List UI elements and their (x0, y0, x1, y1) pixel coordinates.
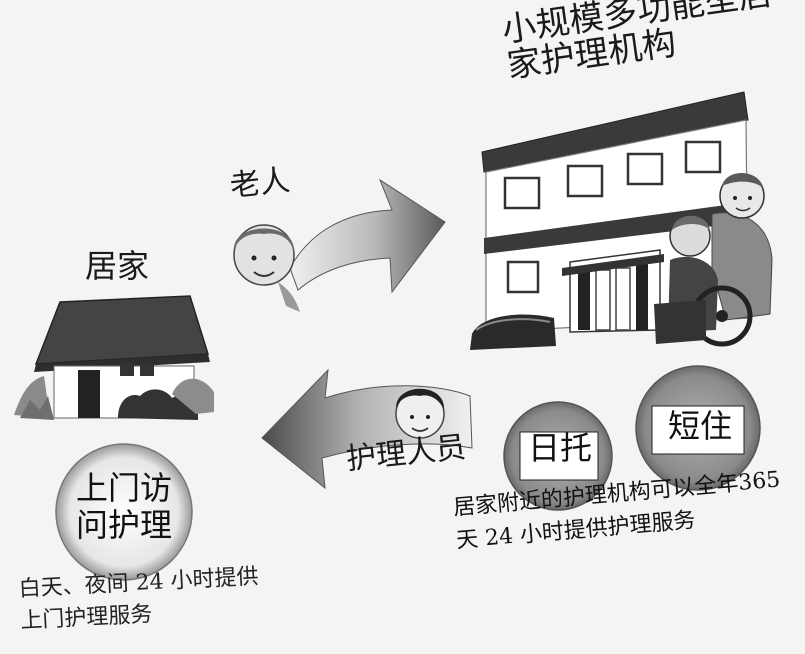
visit-care-label: 上门访问护理 (75, 469, 172, 544)
wheelchair-icon (654, 172, 773, 347)
home-label: 居家 (85, 247, 150, 285)
home-caption: 白天、夜间 24 小时提供上门护理服务 (18, 564, 260, 634)
circle-visit-care (55, 443, 193, 581)
caregiver-face-icon (395, 388, 445, 439)
short-stay-label: 短住 (667, 407, 732, 445)
arrow-right-icon (289, 178, 446, 294)
circle-day-care (503, 401, 613, 511)
house-icon (14, 295, 214, 420)
elderly-label: 老人 (228, 162, 292, 205)
circle-short-stay (635, 365, 761, 491)
elderly-face-icon (233, 224, 300, 312)
day-care-label: 日托 (527, 429, 592, 467)
